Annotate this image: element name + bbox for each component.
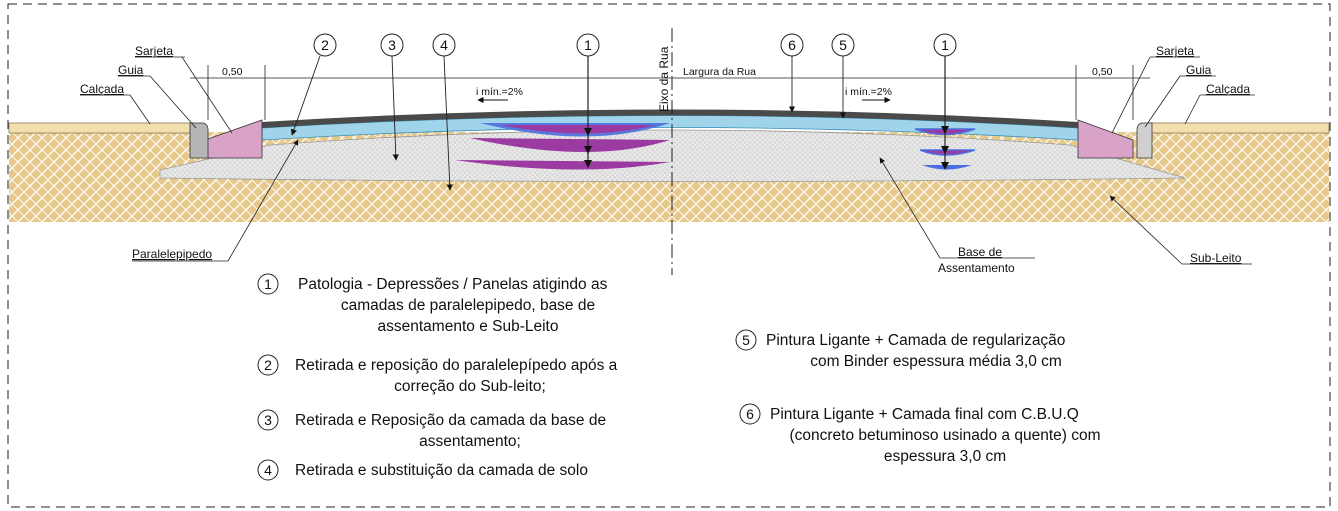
svg-text:5: 5 xyxy=(742,332,750,348)
page-frame xyxy=(7,3,1331,508)
svg-text:3: 3 xyxy=(388,37,396,53)
svg-text:2: 2 xyxy=(264,357,272,373)
svg-text:6: 6 xyxy=(746,406,754,422)
svg-text:Retirada e Reposição da camada: Retirada e Reposição da camada da base d… xyxy=(295,412,606,429)
calcada-left xyxy=(8,122,195,134)
legend-item-2: 2 Retirada e reposição do paralelepípedo… xyxy=(257,354,618,395)
sarjeta-left-label: Sarjeta xyxy=(135,44,173,58)
calcada-left-label: Calçada xyxy=(80,82,124,96)
leader xyxy=(1184,94,1201,125)
callout-4: 4 xyxy=(432,33,456,191)
dim-right-label: 0,50 xyxy=(1092,66,1113,78)
calcada-right xyxy=(1149,122,1330,134)
leader xyxy=(227,139,299,262)
base-label-1: Base de xyxy=(958,245,1002,259)
svg-text:4: 4 xyxy=(440,37,448,53)
guia-right-shape xyxy=(1136,122,1153,159)
legend-item-1: 1 Patologia - Depressões / Panelas atigi… xyxy=(257,273,608,335)
svg-text:1: 1 xyxy=(941,37,949,53)
svg-text:2: 2 xyxy=(321,37,329,53)
sarjeta-left-shape xyxy=(204,119,263,159)
svg-text:assentamento;: assentamento; xyxy=(419,433,521,450)
paralelepipedo-label: Paralelepipedo xyxy=(132,247,212,261)
svg-text:camadas de paralelepipedo, bas: camadas de paralelepipedo, base de xyxy=(341,297,595,314)
legend-item-5: 5 Pintura Ligante + Camada de regulariza… xyxy=(735,329,1065,370)
leader xyxy=(1111,56,1151,134)
calcada-right-label: Calçada xyxy=(1206,82,1250,96)
legend-item-4: 4 Retirada e substituição da camada de s… xyxy=(257,459,588,481)
leader xyxy=(129,94,151,125)
legend-item-6: 6 Pintura Ligante + Camada final com C.B… xyxy=(739,403,1101,465)
svg-text:Retirada e substituição da cam: Retirada e substituição da camada de sol… xyxy=(295,462,588,479)
callout-1-right: 1 xyxy=(933,33,957,170)
depressions-left xyxy=(455,123,670,170)
slope-right-label: i mín.=2% xyxy=(845,86,892,98)
dim-left-label: 0,50 xyxy=(222,66,243,78)
sarjeta-right-shape xyxy=(1077,119,1134,159)
leader xyxy=(879,157,941,259)
svg-text:Pintura Ligante + Camada final: Pintura Ligante + Camada final com C.B.U… xyxy=(770,406,1079,423)
svg-text:1: 1 xyxy=(264,276,272,292)
leader xyxy=(149,75,197,129)
svg-text:assentamento e Sub-Leito: assentamento e Sub-Leito xyxy=(378,318,559,335)
callout-5: 5 xyxy=(831,33,855,119)
svg-text:(concreto betuminoso usinado a: (concreto betuminoso usinado a quente) c… xyxy=(789,427,1100,444)
base-label-2: Assentamento xyxy=(938,261,1015,275)
svg-text:Retirada e reposição do parale: Retirada e reposição do paralelepípedo a… xyxy=(295,357,618,374)
leader xyxy=(181,56,233,134)
svg-text:3: 3 xyxy=(264,412,272,428)
callout-3: 3 xyxy=(380,33,404,161)
svg-text:com Binder espessura média 3,0: com Binder espessura média 3,0 cm xyxy=(810,353,1062,370)
svg-text:Patologia - Depressões / Panel: Patologia - Depressões / Panelas atigind… xyxy=(298,276,608,293)
callout-1-left: 1 xyxy=(576,33,600,168)
guia-left-label: Guia xyxy=(118,63,144,77)
eixo-rua-label: Eixo da Rua xyxy=(657,46,671,112)
svg-text:4: 4 xyxy=(264,462,272,478)
sarjeta-right-label: Sarjeta xyxy=(1156,44,1194,58)
svg-text:1: 1 xyxy=(584,37,592,53)
svg-text:correção do Sub-leito;: correção do Sub-leito; xyxy=(394,378,546,395)
subleito-label: Sub-Leito xyxy=(1190,251,1242,265)
svg-text:6: 6 xyxy=(788,37,796,53)
leader xyxy=(1109,195,1183,265)
guia-right-label: Guia xyxy=(1186,63,1212,77)
asphalt-layer xyxy=(262,109,1078,128)
legend-item-3: 3 Retirada e Reposição da camada da base… xyxy=(257,409,606,450)
svg-text:Pintura Ligante + Camada de re: Pintura Ligante + Camada de regularizaçã… xyxy=(766,332,1065,349)
svg-text:espessura 3,0 cm: espessura 3,0 cm xyxy=(884,448,1006,465)
slope-left-label: i mín.=2% xyxy=(476,86,523,98)
depressions-right xyxy=(914,128,976,170)
guia-left-shape xyxy=(189,122,209,159)
svg-text:5: 5 xyxy=(839,37,847,53)
callout-2: 2 xyxy=(290,33,337,136)
largura-rua-label: Largura da Rua xyxy=(683,66,756,78)
leader xyxy=(1144,75,1181,128)
callout-6: 6 xyxy=(780,33,804,113)
